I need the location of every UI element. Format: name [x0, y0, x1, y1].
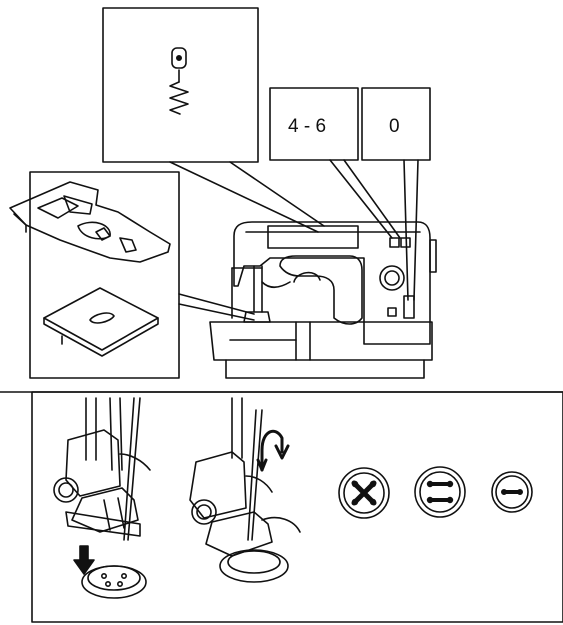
accessories-panel	[10, 172, 254, 378]
button-underfoot	[82, 566, 146, 598]
stitch-length-value: 0	[389, 116, 400, 137]
four-hole-button-parallel	[415, 467, 465, 517]
accessory-leader-line-2	[179, 304, 254, 320]
stitch-length-dial	[404, 296, 414, 318]
pattern-leader-line-2	[230, 162, 324, 226]
zigzag-stitch-symbol	[170, 48, 188, 114]
feed-cover-plate	[44, 288, 158, 356]
four-hole-button-cross	[339, 468, 389, 518]
stitch-width-panel	[270, 88, 400, 238]
needle-swing-step	[190, 398, 300, 582]
lower-panel	[32, 392, 563, 622]
down-arrow-icon	[74, 546, 94, 574]
stitch-width-dial	[390, 238, 399, 247]
presser-foot-lowering-step	[54, 398, 150, 598]
length-leader-line-2	[414, 160, 418, 300]
stitch-width-value: 4 - 6	[288, 116, 326, 137]
two-hole-button	[492, 472, 532, 512]
accessory-leader-line	[179, 294, 254, 314]
sewing-machine	[210, 222, 436, 378]
button-sewing-foot	[10, 182, 170, 262]
